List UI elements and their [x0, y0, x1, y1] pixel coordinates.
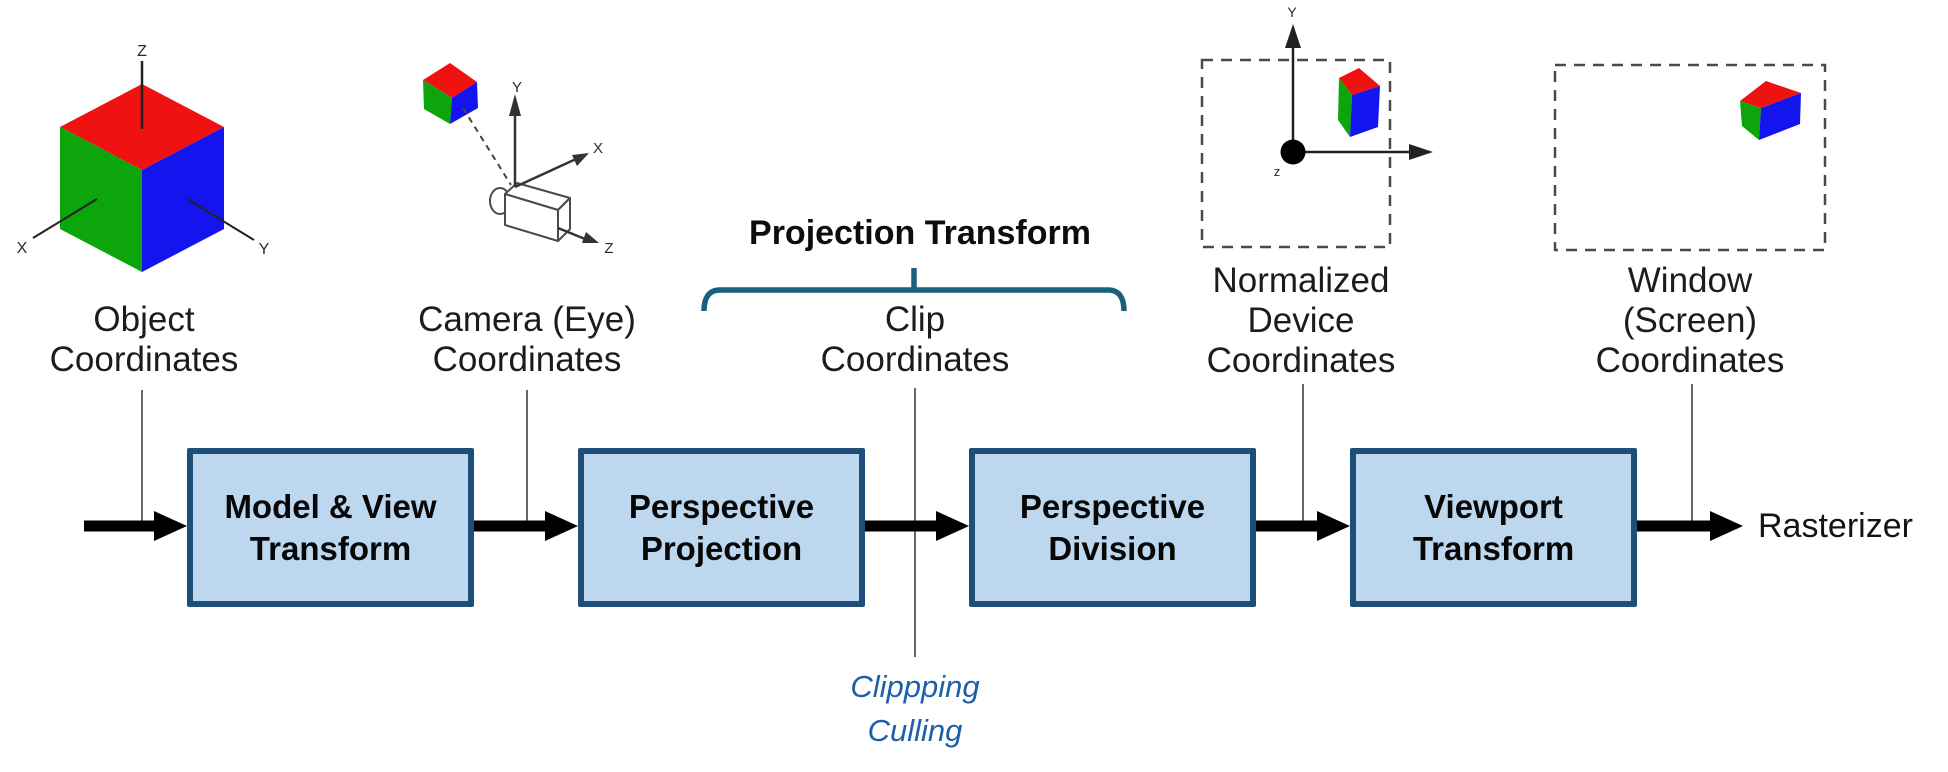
camera-cube-top-face [423, 63, 477, 98]
camera-coordinates-label: Camera (Eye) Coordinates [418, 300, 636, 379]
ndc-coordinates-label: Normalized Device Coordinates [1206, 261, 1396, 380]
ndc-illustration: Y z [1200, 4, 1433, 249]
arrowhead-into-model-view [154, 511, 187, 541]
object-z-axis-label: Z [137, 43, 147, 60]
window-cube-left-face [1740, 101, 1761, 140]
stage-box-perspective-division: Perspective Division [969, 448, 1256, 607]
ndc-y-axis-arrowhead [1285, 24, 1301, 48]
camera-x-axis-arrowhead [572, 153, 589, 166]
camera-x-axis-label: X [593, 140, 603, 157]
projection-transform-label: Projection Transform [749, 214, 1091, 252]
camera-y-axis-arrowhead [509, 94, 521, 116]
ndc-cube-left-face [1338, 78, 1352, 137]
camera-cube-right-face [450, 82, 478, 124]
camera-z-axis-label: Z [604, 240, 613, 257]
arrowhead-viewport-to-rasterizer [1710, 511, 1743, 541]
stage-label: Perspective Division [1019, 487, 1206, 567]
clip-coordinates-label: Clip Coordinates [820, 300, 1010, 379]
rasterizer-label: Rasterizer [1758, 507, 1913, 545]
object-y-axis-label: Y [259, 241, 270, 258]
ndc-cube-top-face [1339, 68, 1380, 95]
camera-cube-left-face [423, 80, 452, 124]
camera-x-axis [514, 157, 577, 189]
window-illustration [1553, 63, 1827, 252]
arrowhead-model-view-to-projection [545, 511, 578, 541]
object-cube-right-face [142, 127, 224, 272]
camera-z-axis [557, 226, 586, 241]
window-coordinates-label: Window (Screen) Coordinates [1595, 261, 1785, 380]
arrowhead-projection-to-division [936, 511, 969, 541]
ndc-origin-dot [1280, 139, 1306, 165]
pipeline-arrows [84, 511, 1743, 541]
ndc-dashed-box [1200, 58, 1392, 249]
ndc-x-axis-arrowhead [1409, 144, 1433, 160]
stage-box-model-view-transform: Model & View Transform [187, 448, 474, 607]
ndc-y-axis-label: Y [1287, 4, 1297, 20]
window-dashed-box [1553, 63, 1827, 252]
object-x-axis [32, 198, 98, 239]
connector-lines [141, 384, 1693, 657]
stage-label: Perspective Projection [628, 487, 815, 567]
arrowhead-division-to-viewport [1317, 511, 1350, 541]
object-x-axis-label: X [17, 240, 28, 257]
camera-y-axis-label: Y [512, 79, 522, 96]
camera-view-dashed-line [462, 107, 512, 186]
camera-z-axis-arrowhead [582, 232, 599, 243]
stage-box-viewport-transform: Viewport Transform [1350, 448, 1637, 607]
object-y-axis [186, 198, 255, 241]
stage-label: Viewport Transform [1412, 487, 1575, 567]
object-coordinates-label: Object Coordinates [49, 300, 239, 379]
stage-box-perspective-projection: Perspective Projection [578, 448, 865, 607]
camera-illustration: Y X Z [423, 63, 614, 257]
window-cube-front-face [1759, 93, 1801, 140]
ndc-z-origin-label: z [1274, 164, 1281, 179]
stage-label: Model & View Transform [224, 487, 437, 567]
ndc-cube-front-face [1350, 86, 1380, 137]
clipping-culling-annotation: Clippping Culling [850, 669, 980, 749]
object-cube-illustration: Z X Y [17, 43, 270, 272]
window-cube-top-face [1740, 81, 1801, 108]
projection-transform-brace [701, 268, 1127, 312]
object-cube-left-face [60, 127, 142, 272]
